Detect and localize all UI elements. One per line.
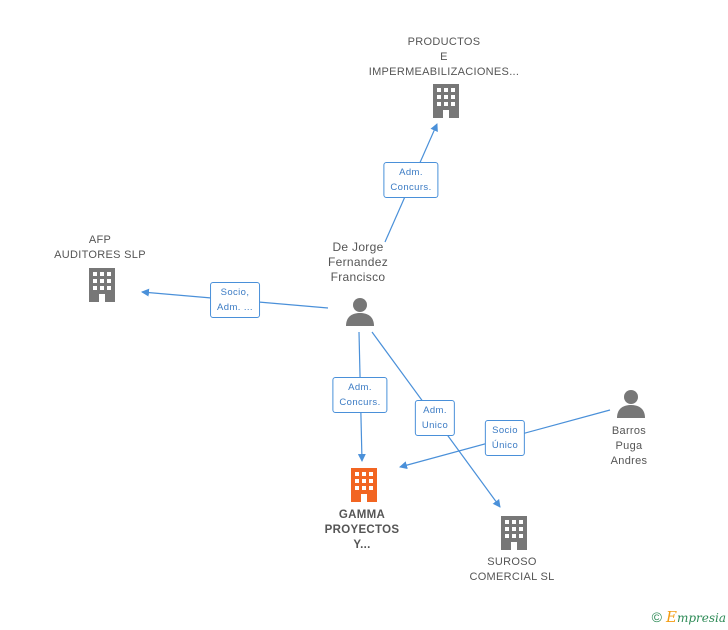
brand-logo[interactable]: Empresia — [666, 608, 726, 626]
node-label-line: PROYECTOS — [324, 524, 400, 536]
edge-label-dejorge-gamma[interactable]: Adm. Concurs. — [332, 377, 388, 413]
edge-label-line: Concurs. — [390, 182, 432, 193]
node-label-afp[interactable]: AFP AUDITORES SLP — [54, 233, 146, 263]
edge-label-line: Único — [491, 440, 519, 451]
node-label-line: Y... — [353, 539, 371, 551]
building-icon[interactable] — [349, 468, 379, 502]
node-label-line: PRODUCTOS — [407, 36, 481, 48]
edge-label-line: Adm. ... — [217, 302, 253, 313]
copyright-icon: © — [651, 609, 662, 625]
building-icon[interactable] — [431, 84, 461, 118]
node-label-productos[interactable]: PRODUCTOS E IMPERMEABILIZACIONES... — [369, 35, 520, 80]
node-label-line: E — [440, 51, 448, 63]
node-label-line: AFP — [88, 234, 112, 246]
node-label-line: Fernandez — [327, 255, 389, 269]
node-label-suroso[interactable]: SUROSO COMERCIAL SL — [469, 555, 554, 585]
node-label-line: SUROSO — [487, 556, 537, 568]
brand-logo-initial: E — [665, 608, 677, 626]
building-icon[interactable] — [87, 268, 117, 302]
edge-label-barros-gamma[interactable]: Socio Único — [484, 420, 526, 456]
brand-logo-rest: mpresia — [676, 611, 726, 625]
edge-label-dejorge-productos[interactable]: Adm. Concurs. — [383, 162, 439, 198]
edge-label-dejorge-afp[interactable]: Socio, Adm. ... — [210, 282, 260, 318]
node-label-line: GAMMA — [338, 509, 386, 521]
node-label-barros[interactable]: Barros Puga Andres — [611, 424, 648, 469]
edge-label-dejorge-suroso[interactable]: Adm. Unico — [414, 400, 456, 436]
node-label-line: AUDITORES SLP — [54, 249, 146, 261]
footer-brand: © Empresia — [652, 608, 726, 626]
edge-label-line: Adm. — [423, 405, 447, 416]
node-label-line: Andres — [610, 455, 648, 467]
edge-label-line: Adm. — [348, 382, 372, 393]
edge-label-line: Adm. — [399, 167, 423, 178]
node-label-line: Barros — [611, 425, 647, 437]
building-icon[interactable] — [499, 516, 529, 550]
edge-label-line: Concurs. — [339, 397, 381, 408]
node-label-line: De Jorge — [332, 240, 384, 254]
node-label-line: COMERCIAL SL — [469, 571, 555, 583]
node-label-gamma[interactable]: GAMMA PROYECTOS Y... — [325, 508, 400, 553]
person-icon[interactable] — [616, 388, 646, 418]
person-icon[interactable] — [345, 296, 375, 326]
edge-label-line: Socio, — [220, 287, 250, 298]
node-label-line: Francisco — [330, 270, 386, 284]
node-label-dejorge[interactable]: De Jorge Fernandez Francisco — [328, 240, 388, 285]
edge-label-line: Socio — [492, 425, 518, 436]
node-label-line: Puga — [615, 440, 643, 452]
node-label-line: IMPERMEABILIZACIONES... — [368, 66, 520, 78]
edge-label-line: Unico — [421, 420, 449, 431]
